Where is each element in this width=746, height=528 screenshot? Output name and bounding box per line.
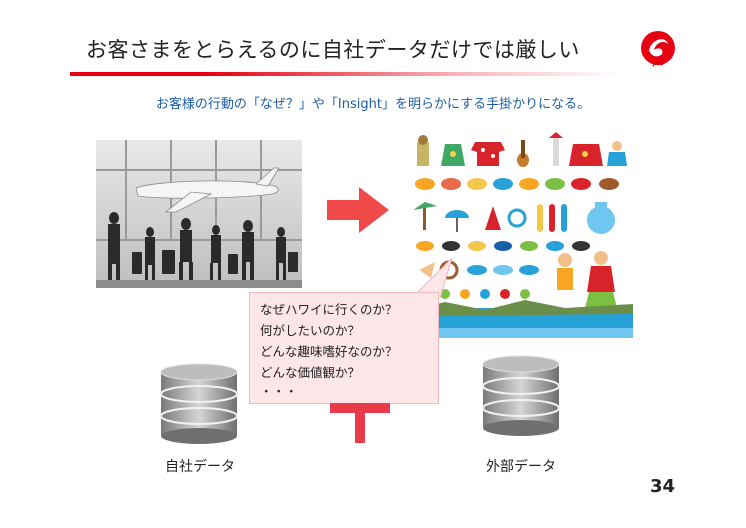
bubble-line: どんな価値観か？ bbox=[260, 365, 361, 380]
bubble-line: どんな趣味嗜好なのか？ bbox=[260, 344, 398, 359]
airport-photo bbox=[96, 140, 302, 288]
plus-icon bbox=[330, 403, 390, 443]
right-arrow-icon bbox=[327, 187, 389, 233]
hawaii-icons-collage bbox=[405, 132, 633, 338]
title-underline bbox=[70, 72, 620, 76]
page-number: 34 bbox=[650, 476, 676, 497]
slide-title: お客さまをとらえるのに自社データだけでは厳しい bbox=[86, 38, 580, 62]
crane-logo-icon bbox=[641, 31, 675, 65]
external-data-label: 外部データ bbox=[486, 459, 556, 475]
slide-subtitle: お客様の行動の「なぜ？」や「Insight」を明らかにする手掛かりになる。 bbox=[155, 97, 591, 112]
internal-database-icon bbox=[160, 363, 238, 444]
bubble-line: 何がしたいのか？ bbox=[260, 323, 361, 338]
bubble-line: ・・・ bbox=[260, 384, 298, 399]
external-database-icon bbox=[482, 355, 560, 436]
logo-wordmark: JAL bbox=[652, 60, 664, 67]
question-bubble: なぜハワイに行くのか？ 何がしたいのか？ どんな趣味嗜好なのか？ どんな価値観か… bbox=[249, 292, 439, 404]
bubble-line: なぜハワイに行くのか？ bbox=[260, 302, 398, 317]
internal-data-label: 自社データ bbox=[165, 459, 235, 475]
